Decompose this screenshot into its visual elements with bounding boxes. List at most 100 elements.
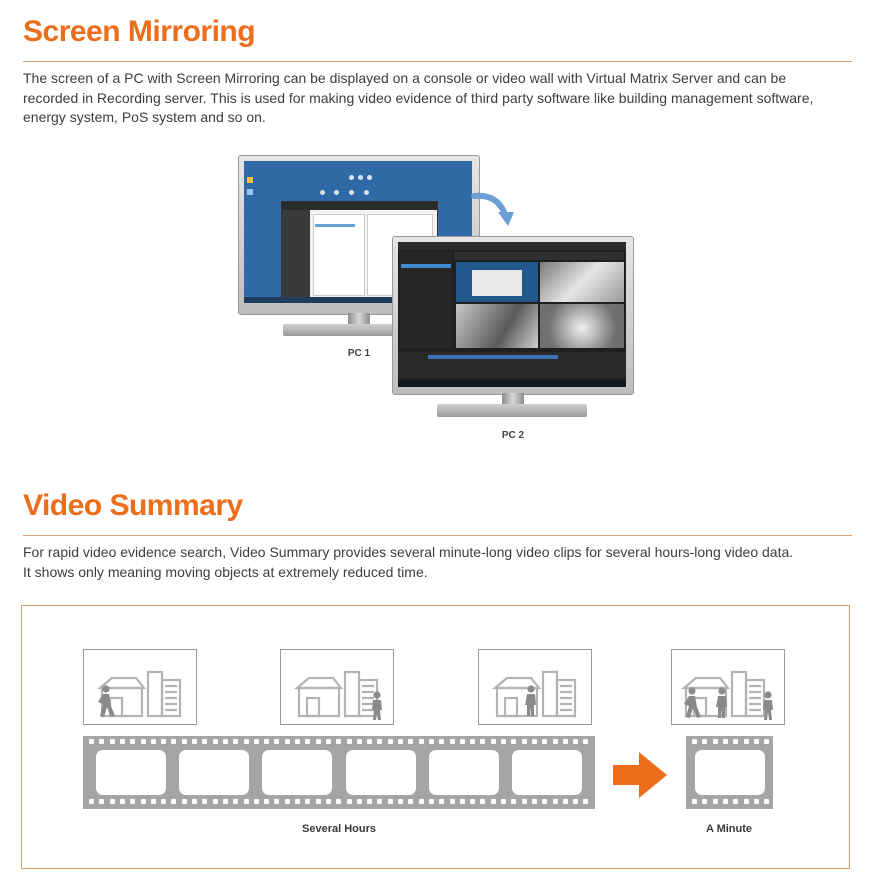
film-sprocket-hole xyxy=(428,739,434,744)
film-sprocket-hole xyxy=(192,739,197,744)
film-sprocket-hole xyxy=(552,799,558,804)
film-sprocket-hole xyxy=(459,739,465,744)
film-sprocket-hole xyxy=(305,739,311,744)
film-sprocket-hole xyxy=(222,799,228,804)
film-sprocket-hole xyxy=(377,799,383,804)
film-sprocket-hole xyxy=(692,739,697,744)
film-sprocket-hole xyxy=(521,799,527,804)
film-sprocket-hole xyxy=(722,799,728,804)
film-sprocket-hole xyxy=(89,799,94,804)
film-frame xyxy=(262,750,333,795)
walking-person-icon xyxy=(98,685,115,717)
standing-person-icon xyxy=(525,685,536,716)
film-sprocket-hole xyxy=(274,739,280,744)
pc2-console-screen xyxy=(398,242,626,387)
summary-description-line: For rapid video evidence search, Video S… xyxy=(23,544,794,560)
film-sprocket-hole xyxy=(325,739,331,744)
film-sprocket-hole xyxy=(171,739,177,744)
film-sprocket-hole xyxy=(753,739,759,744)
film-sprocket-hole xyxy=(336,739,342,744)
summary-description: For rapid video evidence search, Video S… xyxy=(23,543,853,582)
building-icon xyxy=(96,670,182,718)
film-sprocket-hole xyxy=(264,739,270,744)
film-sprocket-hole xyxy=(743,799,749,804)
film-sprocket-hole xyxy=(583,739,589,744)
film-sprocket-hole xyxy=(264,799,270,804)
summary-scene-frame xyxy=(671,649,785,725)
film-sprocket-hole xyxy=(171,799,177,804)
film-sprocket-hole xyxy=(702,739,708,744)
standing-person-icon xyxy=(716,687,727,718)
building-icon xyxy=(491,670,577,718)
film-sprocket-hole xyxy=(181,799,187,804)
film-sprocket-hole xyxy=(542,799,548,804)
walking-person-icon xyxy=(763,691,773,720)
film-sprocket-hole xyxy=(367,799,373,804)
film-sprocket-hole xyxy=(346,739,352,744)
film-sprocket-hole xyxy=(439,739,445,744)
walking-person-icon xyxy=(372,691,382,720)
film-sprocket-hole xyxy=(733,799,739,804)
film-sprocket-hole xyxy=(449,739,455,744)
film-sprocket-hole xyxy=(109,739,115,744)
film-sprocket-hole xyxy=(428,799,434,804)
film-sprocket-hole xyxy=(356,799,362,804)
film-sprocket-hole xyxy=(480,799,486,804)
several-hours-label: Several Hours xyxy=(302,823,376,835)
film-sprocket-hole xyxy=(521,739,527,744)
film-sprocket-hole xyxy=(583,799,589,804)
film-sprocket-hole xyxy=(140,799,146,804)
film-sprocket-hole xyxy=(130,799,136,804)
film-sprocket-hole xyxy=(233,739,239,744)
film-sprocket-hole xyxy=(295,799,300,804)
mirroring-description-line: recorded in Recording server. This is us… xyxy=(23,89,814,106)
a-minute-label: A Minute xyxy=(705,823,753,835)
film-sprocket-hole xyxy=(490,799,496,804)
film-sprocket-hole xyxy=(542,739,548,744)
film-sprocket-hole xyxy=(490,739,496,744)
film-frame xyxy=(179,750,250,795)
scene-frame xyxy=(83,649,197,725)
film-sprocket-hole xyxy=(722,739,728,744)
film-sprocket-hole xyxy=(408,799,414,804)
film-frame xyxy=(96,750,167,795)
film-sprocket-hole xyxy=(418,739,424,744)
film-sprocket-hole xyxy=(295,739,300,744)
film-sprocket-hole xyxy=(387,799,393,804)
summary-description-line: It shows only meaning moving objects at … xyxy=(23,563,428,580)
film-sprocket-hole xyxy=(377,739,383,744)
film-frame xyxy=(511,750,582,795)
section-title-video-summary: Video Summary xyxy=(23,489,243,522)
film-sprocket-hole xyxy=(233,799,239,804)
film-frame xyxy=(694,750,765,795)
film-sprocket-hole xyxy=(161,739,167,744)
walking-person-icon xyxy=(684,687,701,718)
film-sprocket-hole xyxy=(408,739,414,744)
film-sprocket-hole xyxy=(222,739,228,744)
film-sprocket-hole xyxy=(439,799,445,804)
film-sprocket-hole xyxy=(764,799,770,804)
film-sprocket-hole xyxy=(387,739,393,744)
video-summary-diagram xyxy=(21,605,850,869)
film-sprocket-hole xyxy=(531,799,537,804)
film-sprocket-hole xyxy=(140,739,146,744)
pc2-label: PC 2 xyxy=(501,430,525,441)
film-sprocket-hole xyxy=(398,799,403,804)
film-sprocket-hole xyxy=(150,739,156,744)
mirroring-description-line: energy system, PoS system and so on. xyxy=(23,109,266,125)
film-sprocket-hole xyxy=(480,739,486,744)
film-sprocket-hole xyxy=(119,739,125,744)
film-sprocket-hole xyxy=(501,739,506,744)
film-sprocket-hole xyxy=(305,799,311,804)
film-sprocket-hole xyxy=(449,799,455,804)
film-sprocket-hole xyxy=(511,799,517,804)
curved-arrow-icon xyxy=(471,192,514,226)
film-strip-short xyxy=(686,736,773,809)
building-icon xyxy=(293,670,379,718)
film-sprocket-hole xyxy=(346,799,352,804)
film-sprocket-hole xyxy=(418,799,424,804)
film-sprocket-hole xyxy=(109,799,115,804)
film-sprocket-hole xyxy=(702,799,708,804)
film-frame xyxy=(428,750,499,795)
film-sprocket-hole xyxy=(470,799,476,804)
